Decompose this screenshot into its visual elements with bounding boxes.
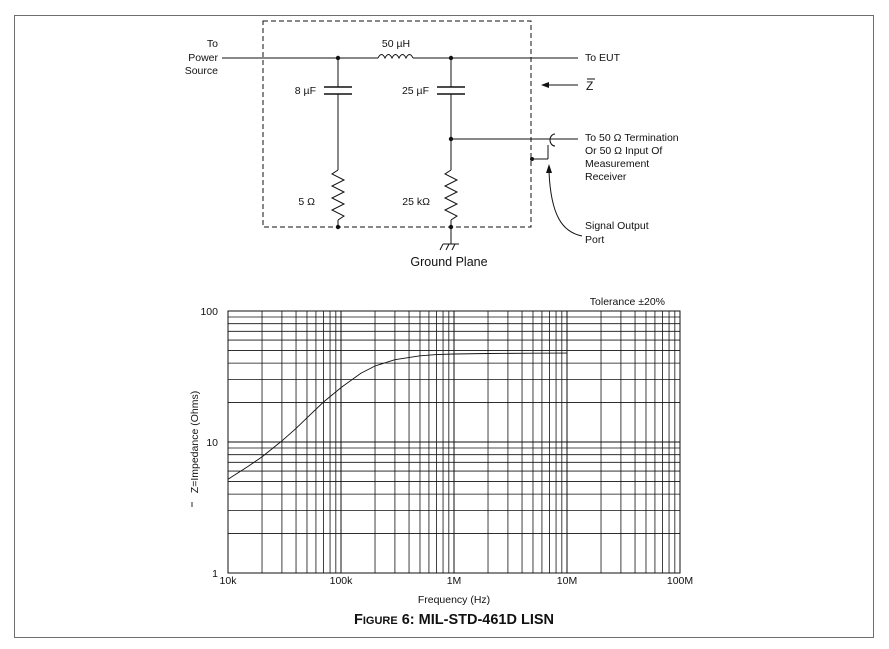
ground-icon (439, 243, 459, 251)
z-arrow-icon (541, 82, 549, 88)
caption-rest: 6: MIL-STD-461D LISN (398, 612, 554, 628)
power-source-label-line3: Source (185, 65, 218, 77)
signal-output-arrow-icon (546, 164, 552, 173)
chart-grid (227, 311, 680, 574)
x-tick-label: 10M (557, 575, 577, 587)
junction-dot (530, 157, 534, 161)
resistor-25kohm-label: 25 kΩ (402, 196, 430, 208)
resistor-5ohm-label: 5 Ω (298, 196, 315, 208)
signal-output-arrow-shaft (548, 171, 583, 237)
caption-initial: F (354, 612, 363, 628)
capacitor-8uf-label: 8 µF (295, 85, 316, 97)
junction-dot (335, 55, 341, 61)
plot-area-frame (227, 310, 681, 574)
signal-output-label-line1: Signal Output (585, 220, 649, 232)
resistor-5ohm-symbol (330, 169, 346, 221)
y-axis-label: Z=Impedance (Ohms) (189, 391, 201, 493)
x-tick-label: 100k (330, 575, 354, 587)
x-tick-label: 10k (220, 575, 238, 587)
power-source-label-line1: To (207, 38, 218, 50)
resistor-25kohm-symbol (443, 169, 459, 221)
inductor-symbol (377, 54, 414, 60)
figure-frame (14, 15, 874, 638)
x-tick-label: 100M (667, 575, 693, 587)
impedance-chart: 10k 100k 1M 10M 100M 1 10 100 Frequency (Hz) Z… (189, 296, 693, 606)
y-tick-label: 10 (206, 437, 218, 449)
x-axis-label: Frequency (Hz) (418, 594, 490, 606)
z-label: Z (586, 79, 593, 93)
lisn-schematic: To Power Source 50 µH To EUT Z 8 µF 25 µ… (185, 20, 679, 269)
inductor-label: 50 µH (382, 38, 410, 50)
capacitor-25uf-label: 25 µF (402, 85, 429, 97)
tolerance-annotation: Tolerance ±20% (590, 296, 665, 308)
junction-dot (448, 55, 454, 61)
x-tick-label: 1M (447, 575, 462, 587)
caption-smallcaps: IGURE (363, 615, 398, 627)
impedance-curve (227, 352, 568, 480)
signal-output-label-line2: Port (585, 234, 604, 246)
lisn-enclosure (262, 20, 532, 228)
termination-label-line3: Measurement (585, 158, 649, 170)
to-eut-label: To EUT (585, 52, 621, 64)
ground-plane-label: Ground Plane (410, 255, 487, 269)
termination-label-line1: To 50 Ω Termination (585, 132, 679, 144)
termination-label-line2: Or 50 Ω Input Of (585, 145, 662, 157)
junction-dot (448, 136, 454, 142)
figure-caption: FIGURE 6: MIL-STD-461D LISN (354, 612, 554, 628)
y-tick-label: 1 (212, 568, 218, 580)
y-tick-label: 100 (200, 306, 218, 318)
power-source-label-line2: Power (188, 52, 218, 64)
termination-label-line4: Receiver (585, 171, 627, 183)
junction-dot (335, 224, 341, 230)
coax-connector-symbol (549, 133, 556, 147)
